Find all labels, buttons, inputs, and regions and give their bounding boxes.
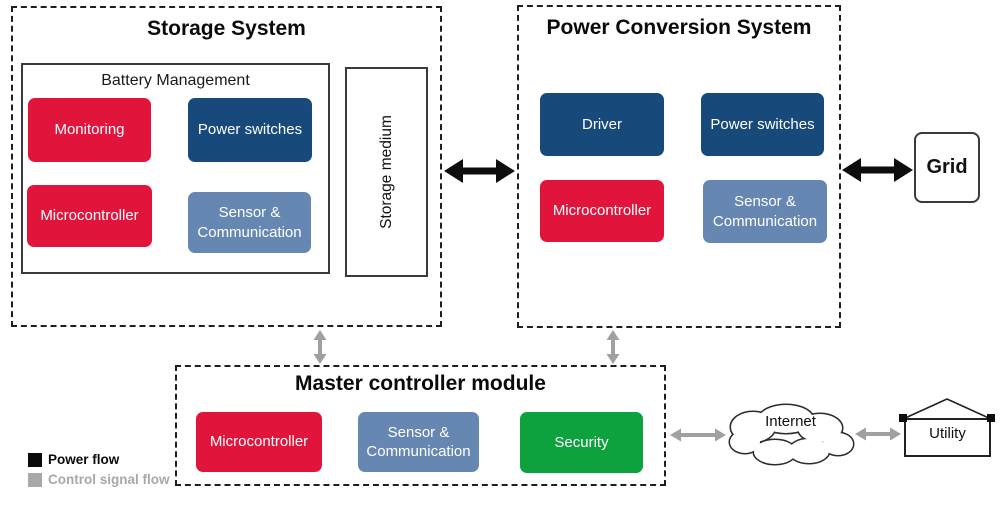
sensor-communication-label: Sensor & Communication bbox=[366, 423, 471, 461]
internet-label: Internet bbox=[765, 413, 816, 430]
grid-label: Grid bbox=[926, 156, 968, 178]
power-switches-module-storage: Power switches bbox=[188, 98, 312, 162]
control-arrow-internet-utility-icon bbox=[855, 427, 901, 441]
master-controller-title: Master controller module bbox=[295, 372, 546, 395]
microcontroller-label: Microcontroller bbox=[209, 433, 309, 451]
power-flow-swatch-icon bbox=[28, 453, 42, 467]
sensor-communication-module-storage: Sensor & Communication bbox=[188, 192, 311, 253]
power-flow-arrow-storage-pcs-icon bbox=[444, 159, 515, 183]
monitoring-label: Monitoring bbox=[54, 121, 125, 139]
power-switches-label: Power switches bbox=[710, 115, 815, 133]
storage-medium-label: Storage medium bbox=[377, 115, 395, 229]
security-label: Security bbox=[554, 433, 609, 451]
control-arrow-pcs-master-icon bbox=[606, 330, 620, 364]
microcontroller-module-pcs: Microcontroller bbox=[540, 180, 664, 242]
control-signal-legend-label: Control signal flow bbox=[48, 472, 170, 487]
microcontroller-label: Microcontroller bbox=[552, 202, 652, 220]
grid-node: Grid bbox=[914, 132, 980, 203]
storage-medium-box: Storage medium bbox=[345, 67, 428, 277]
control-arrow-storage-master-icon bbox=[313, 330, 327, 364]
microcontroller-module-master: Microcontroller bbox=[196, 412, 322, 472]
power-flow-arrow-pcs-grid-icon bbox=[842, 158, 913, 182]
power-conversion-system-title: Power Conversion System bbox=[546, 16, 812, 39]
control-signal-swatch-icon bbox=[28, 473, 42, 487]
power-switches-label: Power switches bbox=[197, 121, 303, 139]
power-switches-module-pcs: Power switches bbox=[701, 93, 824, 156]
utility-label: Utility bbox=[929, 425, 966, 442]
power-flow-legend-label: Power flow bbox=[48, 452, 120, 467]
driver-label: Driver bbox=[582, 115, 622, 133]
control-arrow-master-internet-icon bbox=[670, 428, 726, 442]
storage-system-title: Storage System bbox=[147, 17, 306, 40]
sensor-communication-label: Sensor & Communication bbox=[712, 193, 818, 230]
driver-module: Driver bbox=[540, 93, 664, 156]
monitoring-module: Monitoring bbox=[28, 98, 151, 162]
sensor-communication-module-master: Sensor & Communication bbox=[358, 412, 479, 472]
sensor-communication-module-pcs: Sensor & Communication bbox=[703, 180, 827, 243]
sensor-communication-label: Sensor & Communication bbox=[197, 204, 302, 241]
battery-management-title: Battery Management bbox=[101, 72, 250, 89]
microcontroller-module-storage: Microcontroller bbox=[27, 185, 152, 247]
microcontroller-label: Microcontroller bbox=[40, 207, 139, 225]
security-module: Security bbox=[520, 412, 643, 473]
power-conversion-system-box bbox=[517, 5, 841, 328]
